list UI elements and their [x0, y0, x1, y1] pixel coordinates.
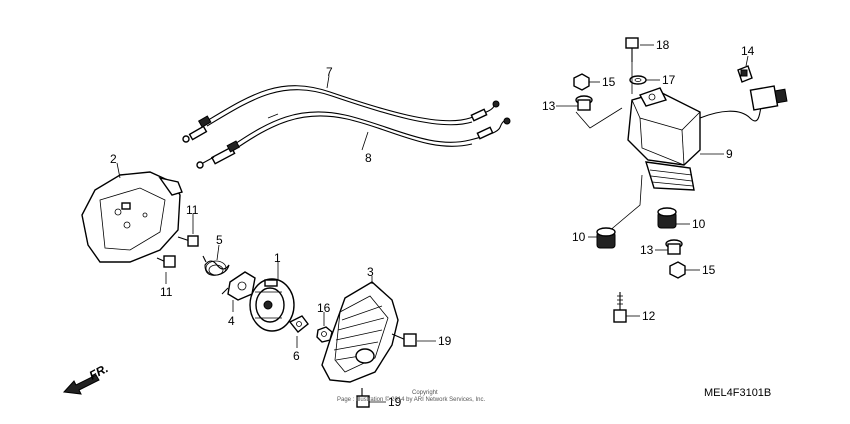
diagram-code: MEL4F3101B [704, 387, 771, 399]
bolt-12[interactable] [613, 292, 627, 323]
actuator-9[interactable] [627, 85, 788, 191]
front-arrow-icon [62, 374, 100, 395]
nut-15-upper[interactable] [573, 73, 590, 91]
collar-13-lower[interactable] [665, 239, 683, 255]
callout-9: 9 [726, 147, 733, 161]
grommet-10-left[interactable] [596, 227, 616, 249]
grommet-10-right[interactable] [657, 207, 677, 229]
bolt-18[interactable] [625, 37, 639, 62]
callout-10-left: 10 [572, 230, 586, 244]
clip-6[interactable] [288, 315, 309, 333]
callout-4: 4 [228, 314, 235, 328]
callout-5: 5 [216, 233, 223, 247]
cover-3[interactable] [321, 281, 399, 383]
callout-10-right: 10 [692, 217, 706, 231]
callout-13-lower: 13 [640, 243, 654, 257]
callout-13-upper: 13 [542, 99, 556, 113]
throttle-cable-8[interactable] [196, 111, 511, 169]
throttle-pulley-1[interactable] [249, 278, 295, 332]
callout-8: 8 [365, 151, 372, 165]
callout-19-right: 19 [438, 334, 452, 348]
callout-2: 2 [110, 152, 117, 166]
callout-17: 17 [662, 73, 676, 87]
copyright-line-1: Copyright [412, 390, 438, 396]
throttle-cable-7[interactable] [182, 85, 500, 143]
bolt-19-right[interactable] [391, 333, 417, 347]
callout-7: 7 [326, 65, 333, 79]
callout-19-bottom: 19 [388, 395, 402, 409]
bolt-11-upper[interactable] [177, 235, 199, 247]
callout-14: 14 [741, 44, 755, 58]
copyright-line-2: Page : Illustration © 2014 by ARI Networ… [337, 396, 485, 403]
callout-3: 3 [367, 265, 374, 279]
nut-15-lower[interactable] [669, 261, 686, 279]
connector-14[interactable] [737, 65, 753, 83]
throttle-drum-4[interactable] [221, 271, 256, 301]
bracket-2[interactable] [81, 171, 183, 263]
callout-11-upper: 11 [186, 203, 199, 217]
callout-15-upper: 15 [602, 75, 616, 89]
callout-18: 18 [656, 38, 670, 52]
spring-5[interactable] [202, 255, 230, 276]
callout-11-lower: 11 [160, 285, 173, 299]
callout-6: 6 [293, 349, 300, 363]
callout-1: 1 [274, 251, 281, 265]
callout-16: 16 [317, 301, 331, 315]
collar-13-upper[interactable] [575, 95, 593, 111]
bolt-11-lower[interactable] [156, 255, 176, 268]
leader-lines [116, 44, 749, 403]
bolt-19-bottom[interactable] [356, 388, 370, 408]
callout-15-lower: 15 [702, 263, 716, 277]
callout-12: 12 [642, 309, 656, 323]
front-direction-marker: FR. [62, 361, 110, 395]
washer-17[interactable] [629, 75, 647, 85]
